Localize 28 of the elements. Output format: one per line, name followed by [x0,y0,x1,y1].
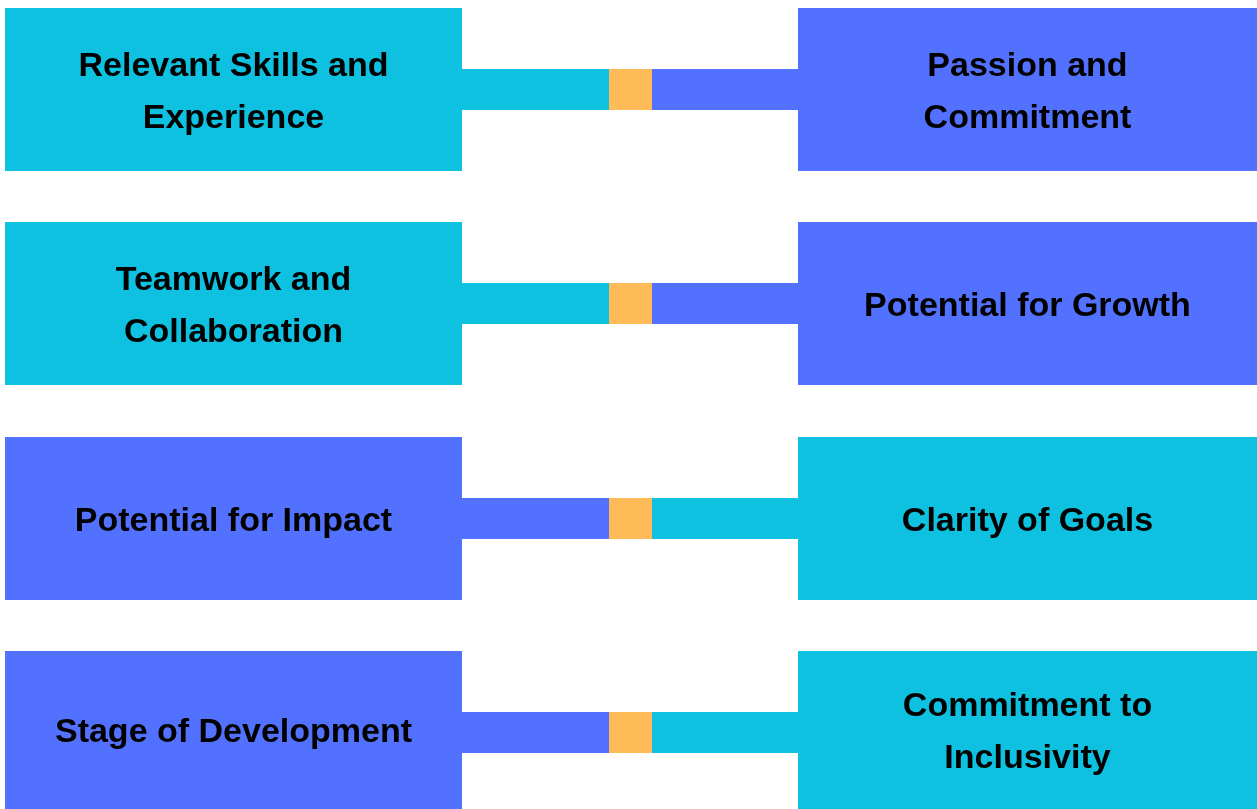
category-box [798,437,1257,600]
connector-bar [462,283,609,324]
category-box [5,437,462,600]
box-label: Potential for Impact [73,498,394,540]
box-label: Passion and Commitment [922,43,1133,137]
connector-square [609,283,652,324]
box-label: Commitment to Inclusivity [901,684,1154,777]
box-label: Stage of Development [53,710,414,751]
connector-square [609,712,652,753]
category-box [5,222,462,385]
connector-bar [652,283,798,324]
category-box [798,651,1257,809]
category-box [798,8,1257,171]
box-label: Potential for Growth [863,283,1192,325]
connector-bar [462,69,609,110]
connector-square [609,69,652,110]
connector-bar [462,498,609,539]
connector-bar [652,69,798,110]
category-box [5,651,462,809]
connector-bar [652,712,798,753]
box-label: Teamwork and Collaboration [114,257,353,351]
connector-square [609,498,652,539]
box-label: Clarity of Goals [900,498,1155,540]
category-box [5,8,462,171]
connector-bar [652,498,798,539]
connector-bar [462,712,609,753]
category-box [798,222,1257,385]
box-label: Relevant Skills and Experience [77,43,390,137]
